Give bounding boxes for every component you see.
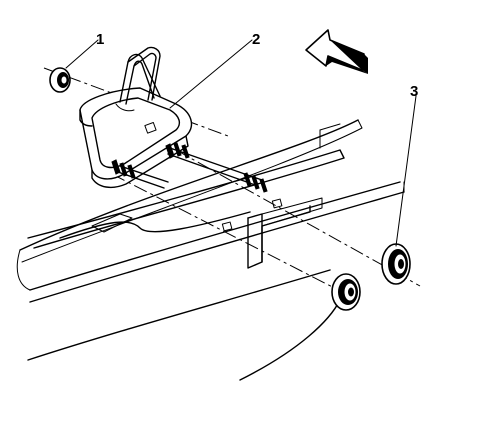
mounting-hole-right [271,198,283,209]
retainer-nut-part-3 [381,243,411,285]
retainer-nut-lower [331,273,361,311]
washer-part-1 [49,67,71,93]
leader-line-1 [65,39,99,69]
callout-label-3: 3 [410,83,418,100]
axis-line-upper [175,149,421,287]
threaded-stud-upper [165,142,268,193]
callout-label-2: 2 [252,31,260,48]
mounting-hole-left [221,221,233,232]
threaded-stud-lower [111,159,169,189]
axis-line-1 [43,67,229,137]
leader-line-2 [169,39,253,109]
mounting-bracket [79,46,193,189]
license-plate-pocket [247,197,323,269]
axis-line-lower [111,173,351,297]
bumper-panel [16,119,405,381]
front-direction-arrow-icon [305,29,368,74]
leader-line-3 [395,95,417,247]
callout-label-1: 1 [96,31,104,48]
